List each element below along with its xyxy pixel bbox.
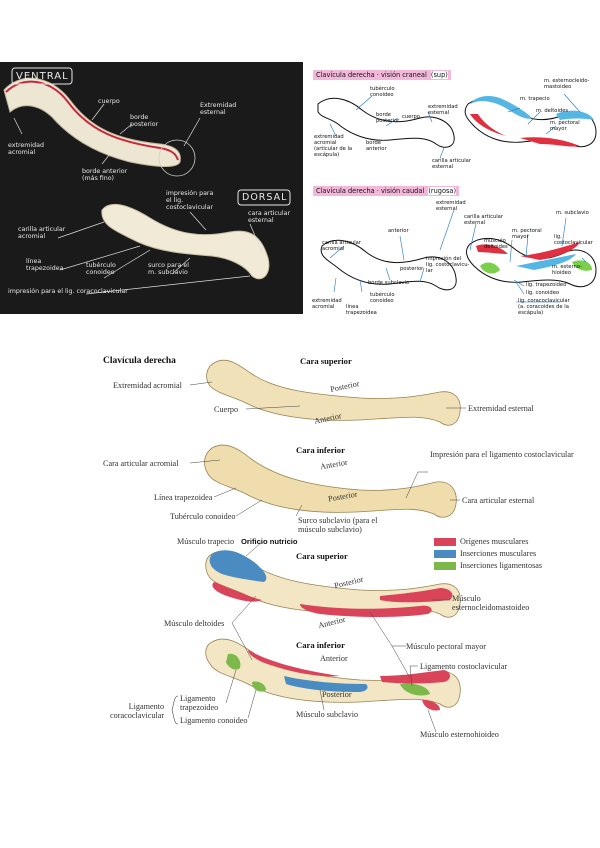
caudal-borde-subclavio: borde subclavio — [368, 280, 410, 286]
atlas-cara-articular-acromial: Cara articular acromial — [103, 459, 179, 468]
caudal-posterior: posterior — [400, 266, 424, 272]
ventral-title: VENTRAL — [16, 71, 69, 82]
label-linea-trapezoidea: línea trapezoidea — [26, 258, 64, 272]
atlas-cara-inferior-2: Cara inferior — [296, 640, 345, 650]
atlas-musculo-ecm: Músculo esternocleidomastoideo — [452, 594, 530, 612]
caudal-lig-costoclavicular: lig. costoclavicular — [554, 234, 593, 246]
caudal-m-pectoral-mayor: m. pectoral mayor — [512, 228, 542, 240]
atlas-orificio-nutricio: Orificio nutricio — [241, 537, 298, 546]
ventral-dorsal-photo-panel: VENTRAL DORSAL cuerpo borde posterior Ex… — [0, 62, 303, 314]
atlas-anterior-2: Anterior — [319, 457, 349, 472]
label-surco-subclavio: surco para el m. subclavio — [148, 262, 189, 276]
label-cara-articular-esternal: cara articular esternal — [248, 210, 291, 224]
cranial-borde-anterior: borde anterior — [366, 140, 387, 152]
atlas-anterior-3: Anterior — [317, 614, 347, 631]
caudal-m-subclavio: m. subclavio — [556, 210, 589, 216]
atlas-ligamento-conoideo: Ligamento conoideo — [180, 716, 248, 725]
cranial-extremidad-acromial: extremidad acromial (articular de la esc… — [314, 134, 353, 158]
caudal-title-note: (rugosa) — [428, 187, 457, 195]
atlas-musculo-subclavio: Músculo subclavio — [296, 710, 359, 719]
legend-label-inserciones-ligamentosas: Inserciones ligamentosas — [460, 561, 543, 570]
label-extremidad-esternal: Extremidad esternal — [200, 102, 237, 116]
caudal-extremidad-esternal: extremidad esternal — [436, 200, 466, 212]
atlas-tuberculo-conoideo: Tubérculo conoideo — [170, 512, 236, 521]
atlas-musculo-trapecio: Músculo trapecio — [177, 537, 235, 546]
atlas-posterior-2: Posterior — [327, 489, 359, 504]
legend-label-inserciones-musculares: Inserciones musculares — [460, 549, 537, 558]
caudal-musculo-deltoides: músculo deltoides — [484, 238, 508, 250]
cranial-m-trapecio: m. trapecio — [520, 96, 550, 102]
caudal-linea-trapezoidea: línea trapezoidea — [346, 304, 377, 316]
atlas-musculo-deltoides: Músculo deltoides — [164, 619, 225, 628]
atlas-musculo-pectoral-mayor: Músculo pectoral mayor — [406, 642, 487, 651]
legend-swatch-inserciones-musculares — [434, 550, 456, 558]
atlas-cuerpo: Cuerpo — [214, 405, 239, 414]
legend-label-origenes: Orígenes musculares — [460, 537, 529, 546]
legend-swatch-inserciones-ligamentosas — [434, 562, 456, 570]
atlas-ligamento-coracoclavicular: Ligamento coracoclavicular — [110, 702, 165, 720]
caudal-lig-trapezoideo: lig. trapezoideo — [526, 282, 567, 288]
caudal-carilla-articular-esternal: carilla articular esternal — [464, 214, 503, 226]
label-carilla-articular-acromial: carilla articular acromial — [18, 226, 66, 240]
atlas-anterior-1: Anterior — [313, 411, 343, 426]
caudal-m-esterno-hioideo: m. esterno- hioideo — [552, 264, 582, 276]
label-borde-posterior: borde posterior — [130, 114, 159, 128]
cranial-m-esternocleido: m. esternocleido- mastoideo — [544, 78, 590, 90]
atlas-posterior-3: Posterior — [333, 574, 365, 591]
cranial-carilla-articular-esternal: carilla articular esternal — [432, 158, 471, 170]
atlas-posterior-4: Posterior — [322, 690, 352, 699]
cranial-title-text: Clavícula derecha · visión craneal — [316, 71, 427, 79]
atlas-anterior-4: Anterior — [320, 654, 348, 663]
atlas-extremidad-acromial: Extremidad acromial — [113, 381, 182, 390]
atlas-surco-subclavio: Surco subclavio (para el músculo subclav… — [298, 516, 378, 534]
caudal-title-text: Clavícula derecha · visión caudal — [316, 187, 425, 195]
cranial-title-note: (sup) — [430, 71, 448, 79]
atlas-cara-articular-esternal: Cara articular esternal — [462, 496, 535, 505]
caudal-lig-conoideo: lig. conoideo — [526, 290, 560, 296]
caudal-anterior: anterior — [388, 228, 409, 234]
atlas-posterior-1: Posterior — [329, 379, 361, 394]
cranial-extremidad-esternal: extremidad esternal — [428, 104, 458, 116]
atlas-cara-superior-2: Cara superior — [296, 551, 348, 561]
atlas-ligamento-costoclavicular: Ligamento costoclavicular — [420, 662, 508, 671]
dorsal-title: DORSAL — [242, 192, 288, 203]
caudal-lig-coracoclavicular: lig. coracoclavicular (a. coracoides de … — [518, 298, 570, 316]
cranial-borde-posterior: borde posterior — [376, 112, 400, 124]
clavicle-photo-drawing — [3, 67, 291, 295]
atlas-cara-superior: Cara superior — [300, 356, 352, 366]
cranial-m-pectoral-mayor: m. pectoral mayor — [550, 120, 580, 132]
atlas-musculo-esternohioideo: Músculo esternohioideo — [420, 730, 499, 739]
legend-swatch-origenes — [434, 538, 456, 546]
caudal-panel-title: Clavícula derecha · visión caudal (rugos… — [313, 186, 460, 196]
label-extremidad-acromial: extremidad acromial — [8, 142, 45, 156]
label-borde-anterior: borde anterior (más fino) — [82, 168, 128, 182]
atlas-cara-inferior: Cara inferior — [296, 445, 345, 455]
caudal-carilla-articular-acromial: carilla articular acromial — [322, 240, 361, 252]
atlas-title: Clavícula derecha — [103, 356, 176, 366]
label-footer: impresión para el lig. coracoclavicular — [8, 288, 128, 295]
label-cuerpo: cuerpo — [98, 98, 120, 105]
caudal-extremidad-acromial: extremidad acromial — [312, 298, 342, 310]
cranial-cuerpo: cuerpo — [402, 114, 420, 120]
caudal-impresion: impresión del lig. costoclavicu- lar — [426, 256, 470, 274]
atlas-extremidad-esternal: Extremidad esternal — [468, 404, 534, 413]
label-impresion-lig: impresión para el lig. costoclavicular — [166, 190, 214, 211]
cranial-tuberculo-conoideo: tubérculo conoideo — [370, 86, 395, 98]
atlas-ligamento-trapezoideo: Ligamento trapezoideo — [180, 694, 219, 712]
atlas-impresion-lig: Impresión para el ligamento costoclavicu… — [430, 450, 574, 459]
label-tuberculo-conoideo: tubérculo conoideo — [86, 262, 116, 276]
caudal-tuberculo-conoideo: tubérculo conoideo — [370, 292, 395, 304]
atlas-linea-trapezoidea: Línea trapezoidea — [154, 493, 213, 502]
cranial-panel-title: Clavícula derecha · visión craneal (sup) — [313, 70, 451, 80]
cranial-m-deltoides: m. deltoides — [536, 108, 569, 114]
